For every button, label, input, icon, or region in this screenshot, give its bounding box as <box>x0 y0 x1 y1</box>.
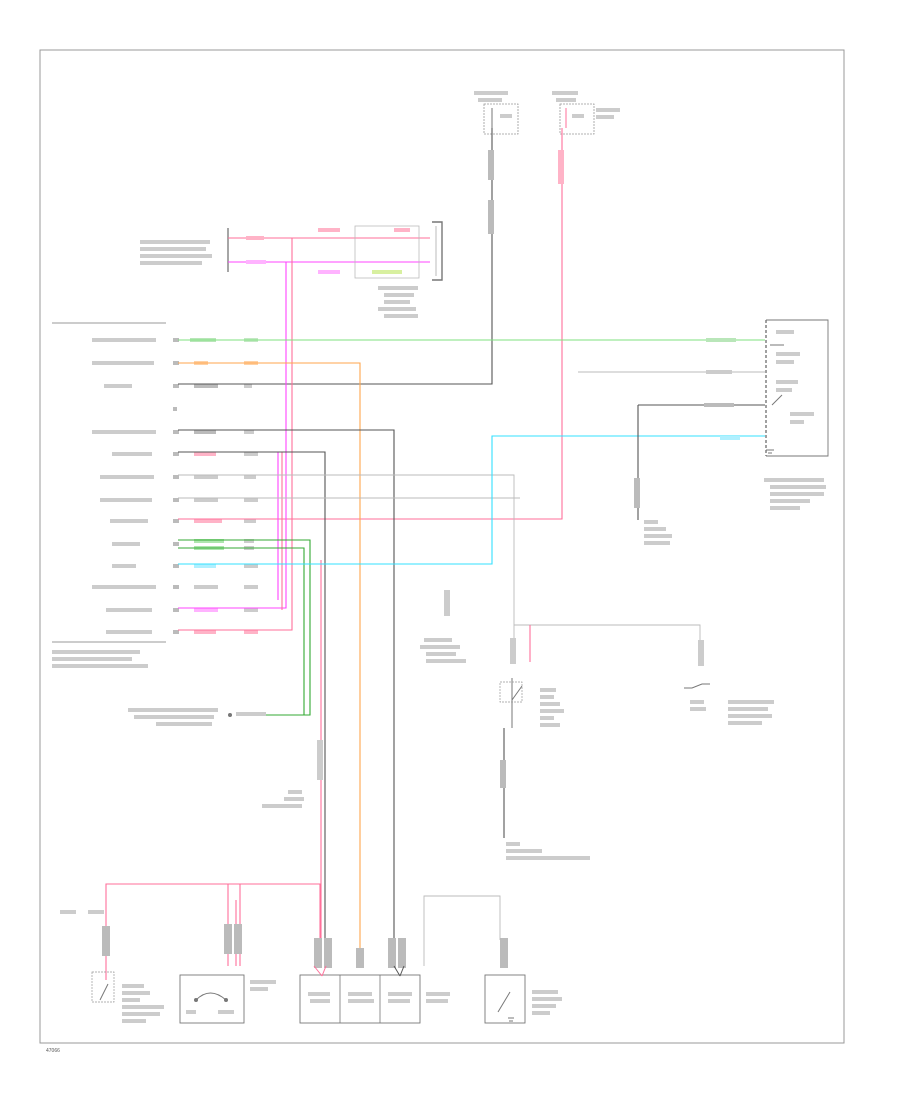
wire-darkgreen-14a <box>178 539 311 716</box>
wire-label <box>318 270 340 274</box>
wire-label <box>510 638 516 664</box>
pressure-switch-labels <box>420 590 466 663</box>
wire-label <box>246 260 266 264</box>
wire-label <box>488 200 494 234</box>
wire-label <box>317 740 323 780</box>
wire-magenta-vert <box>178 262 287 609</box>
fuse-panel-labels <box>474 91 620 119</box>
wire-label <box>706 338 736 342</box>
control-switch-module <box>299 965 450 1024</box>
wire-code-labels <box>190 338 258 634</box>
speed-sensor-icon <box>354 221 443 318</box>
module-pin-labels <box>52 338 156 668</box>
wire-pink-bottom-left <box>105 883 241 980</box>
wire-label <box>704 403 734 407</box>
connector-icon <box>128 708 266 726</box>
connector-icon <box>140 228 229 272</box>
switch-icon <box>684 683 774 725</box>
brake-lamp-label <box>506 842 590 860</box>
label <box>284 797 304 801</box>
wire-label <box>394 228 410 232</box>
wire-orange-pin2 <box>178 362 361 966</box>
hot-label <box>60 910 104 914</box>
wire-black-pin5 <box>178 429 395 966</box>
wire-label <box>246 236 264 240</box>
wire-label <box>488 150 494 180</box>
wire-label <box>634 478 640 508</box>
wire-battery-pink <box>178 128 563 520</box>
diagram-border <box>39 49 845 1044</box>
wire-gray-bottom-right <box>423 895 501 966</box>
switch-icon <box>484 974 562 1024</box>
wire-label <box>500 760 506 788</box>
label <box>288 790 302 794</box>
connector-icon <box>102 924 508 968</box>
module-pin-numbers <box>173 338 179 634</box>
wire-cyan-pin15 <box>178 435 765 565</box>
wire-gray-pin7 <box>178 474 515 660</box>
wire-label <box>318 228 340 232</box>
wire-pink-vert <box>178 238 293 631</box>
switch-icon <box>91 971 164 1023</box>
ground-label <box>644 520 672 545</box>
footer-code: 47066 <box>46 1048 60 1054</box>
wire-label <box>720 436 740 440</box>
fuse-icon <box>483 103 595 135</box>
switch-icon <box>179 974 276 1024</box>
wire-darkgreen-14b <box>178 547 305 715</box>
wire-black-pin6 <box>178 451 326 940</box>
wire-ignition-black <box>178 128 493 385</box>
switch-icon <box>764 319 829 510</box>
wire-label <box>698 640 704 666</box>
wire-label <box>372 270 402 274</box>
label <box>262 804 302 808</box>
wire-label <box>558 150 564 184</box>
wire-gray-brake <box>514 624 701 640</box>
wire-label <box>706 370 732 374</box>
switch-icon <box>499 678 564 728</box>
